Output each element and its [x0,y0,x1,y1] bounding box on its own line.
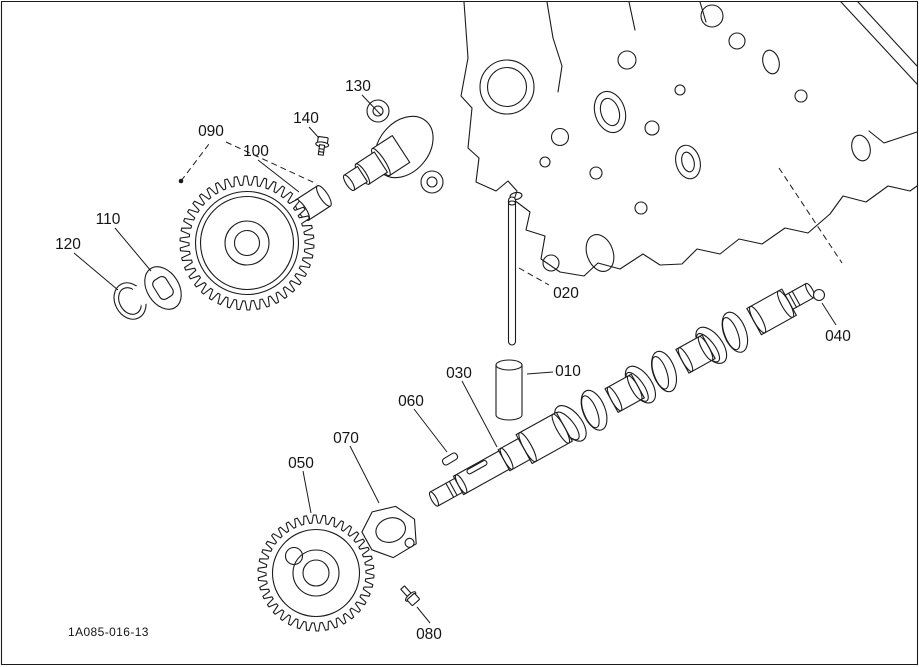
plate-bolt-hole [404,537,415,548]
gear-lightening-hole [284,546,304,566]
callout-070: 070 [333,430,380,504]
callout-110: 110 [96,211,152,272]
part-040-plug [812,288,826,302]
flange-ear [420,170,444,194]
callout-050: 050 [288,455,314,514]
callout-060: 060 [398,393,448,453]
gear-seat [452,450,510,496]
callout-030: 030 [446,365,498,448]
callout-040: 040 [778,167,851,345]
idler-gear-090 [179,175,315,311]
part-label-090: 090 [198,123,224,140]
part-label-050: 050 [288,455,314,472]
part-label-140: 140 [293,110,319,127]
callouts: 090 100 130 140 110 120 020 010 [55,78,851,643]
callout-080: 080 [416,606,442,643]
gear-holder-130 [342,99,444,194]
retainer-plate-070 [361,505,417,559]
part-label-010: 010 [555,363,581,380]
part-label-030: 030 [446,365,472,382]
block-bore-hole [479,59,535,115]
part-label-100: 100 [243,143,269,160]
part-label-070: 070 [333,430,359,447]
bolt-080 [400,585,420,606]
part-label-020: 020 [553,285,579,302]
part-label-120: 120 [55,236,81,253]
callout-130: 130 [345,78,382,116]
gear-center-hole [302,559,330,587]
cam-gear-050 [257,514,375,632]
part-label-060: 060 [398,393,424,410]
callout-120: 120 [55,236,119,291]
bolt-140 [315,135,330,156]
part-label-130: 130 [345,78,371,95]
callout-020: 020 [518,267,579,302]
gear-center-hole [233,229,261,257]
part-label-110: 110 [96,211,121,228]
camshaft-030 [428,282,816,507]
callout-100: 100 [243,143,300,193]
engine-block [460,1,918,277]
callout-010: 010 [526,363,581,380]
snap-ring-120 [113,282,151,320]
callout-140: 140 [293,110,320,139]
part-label-080: 080 [416,626,442,643]
drawing-number: 1A085-016-13 [68,625,149,639]
tappet-010 [495,359,523,421]
key-060 [441,452,459,466]
push-rod-020 [507,196,517,346]
callout-090: 090 [178,123,318,185]
part-label-040: 040 [825,328,851,345]
keyway-slot [466,460,488,475]
collar-110 [144,266,182,310]
